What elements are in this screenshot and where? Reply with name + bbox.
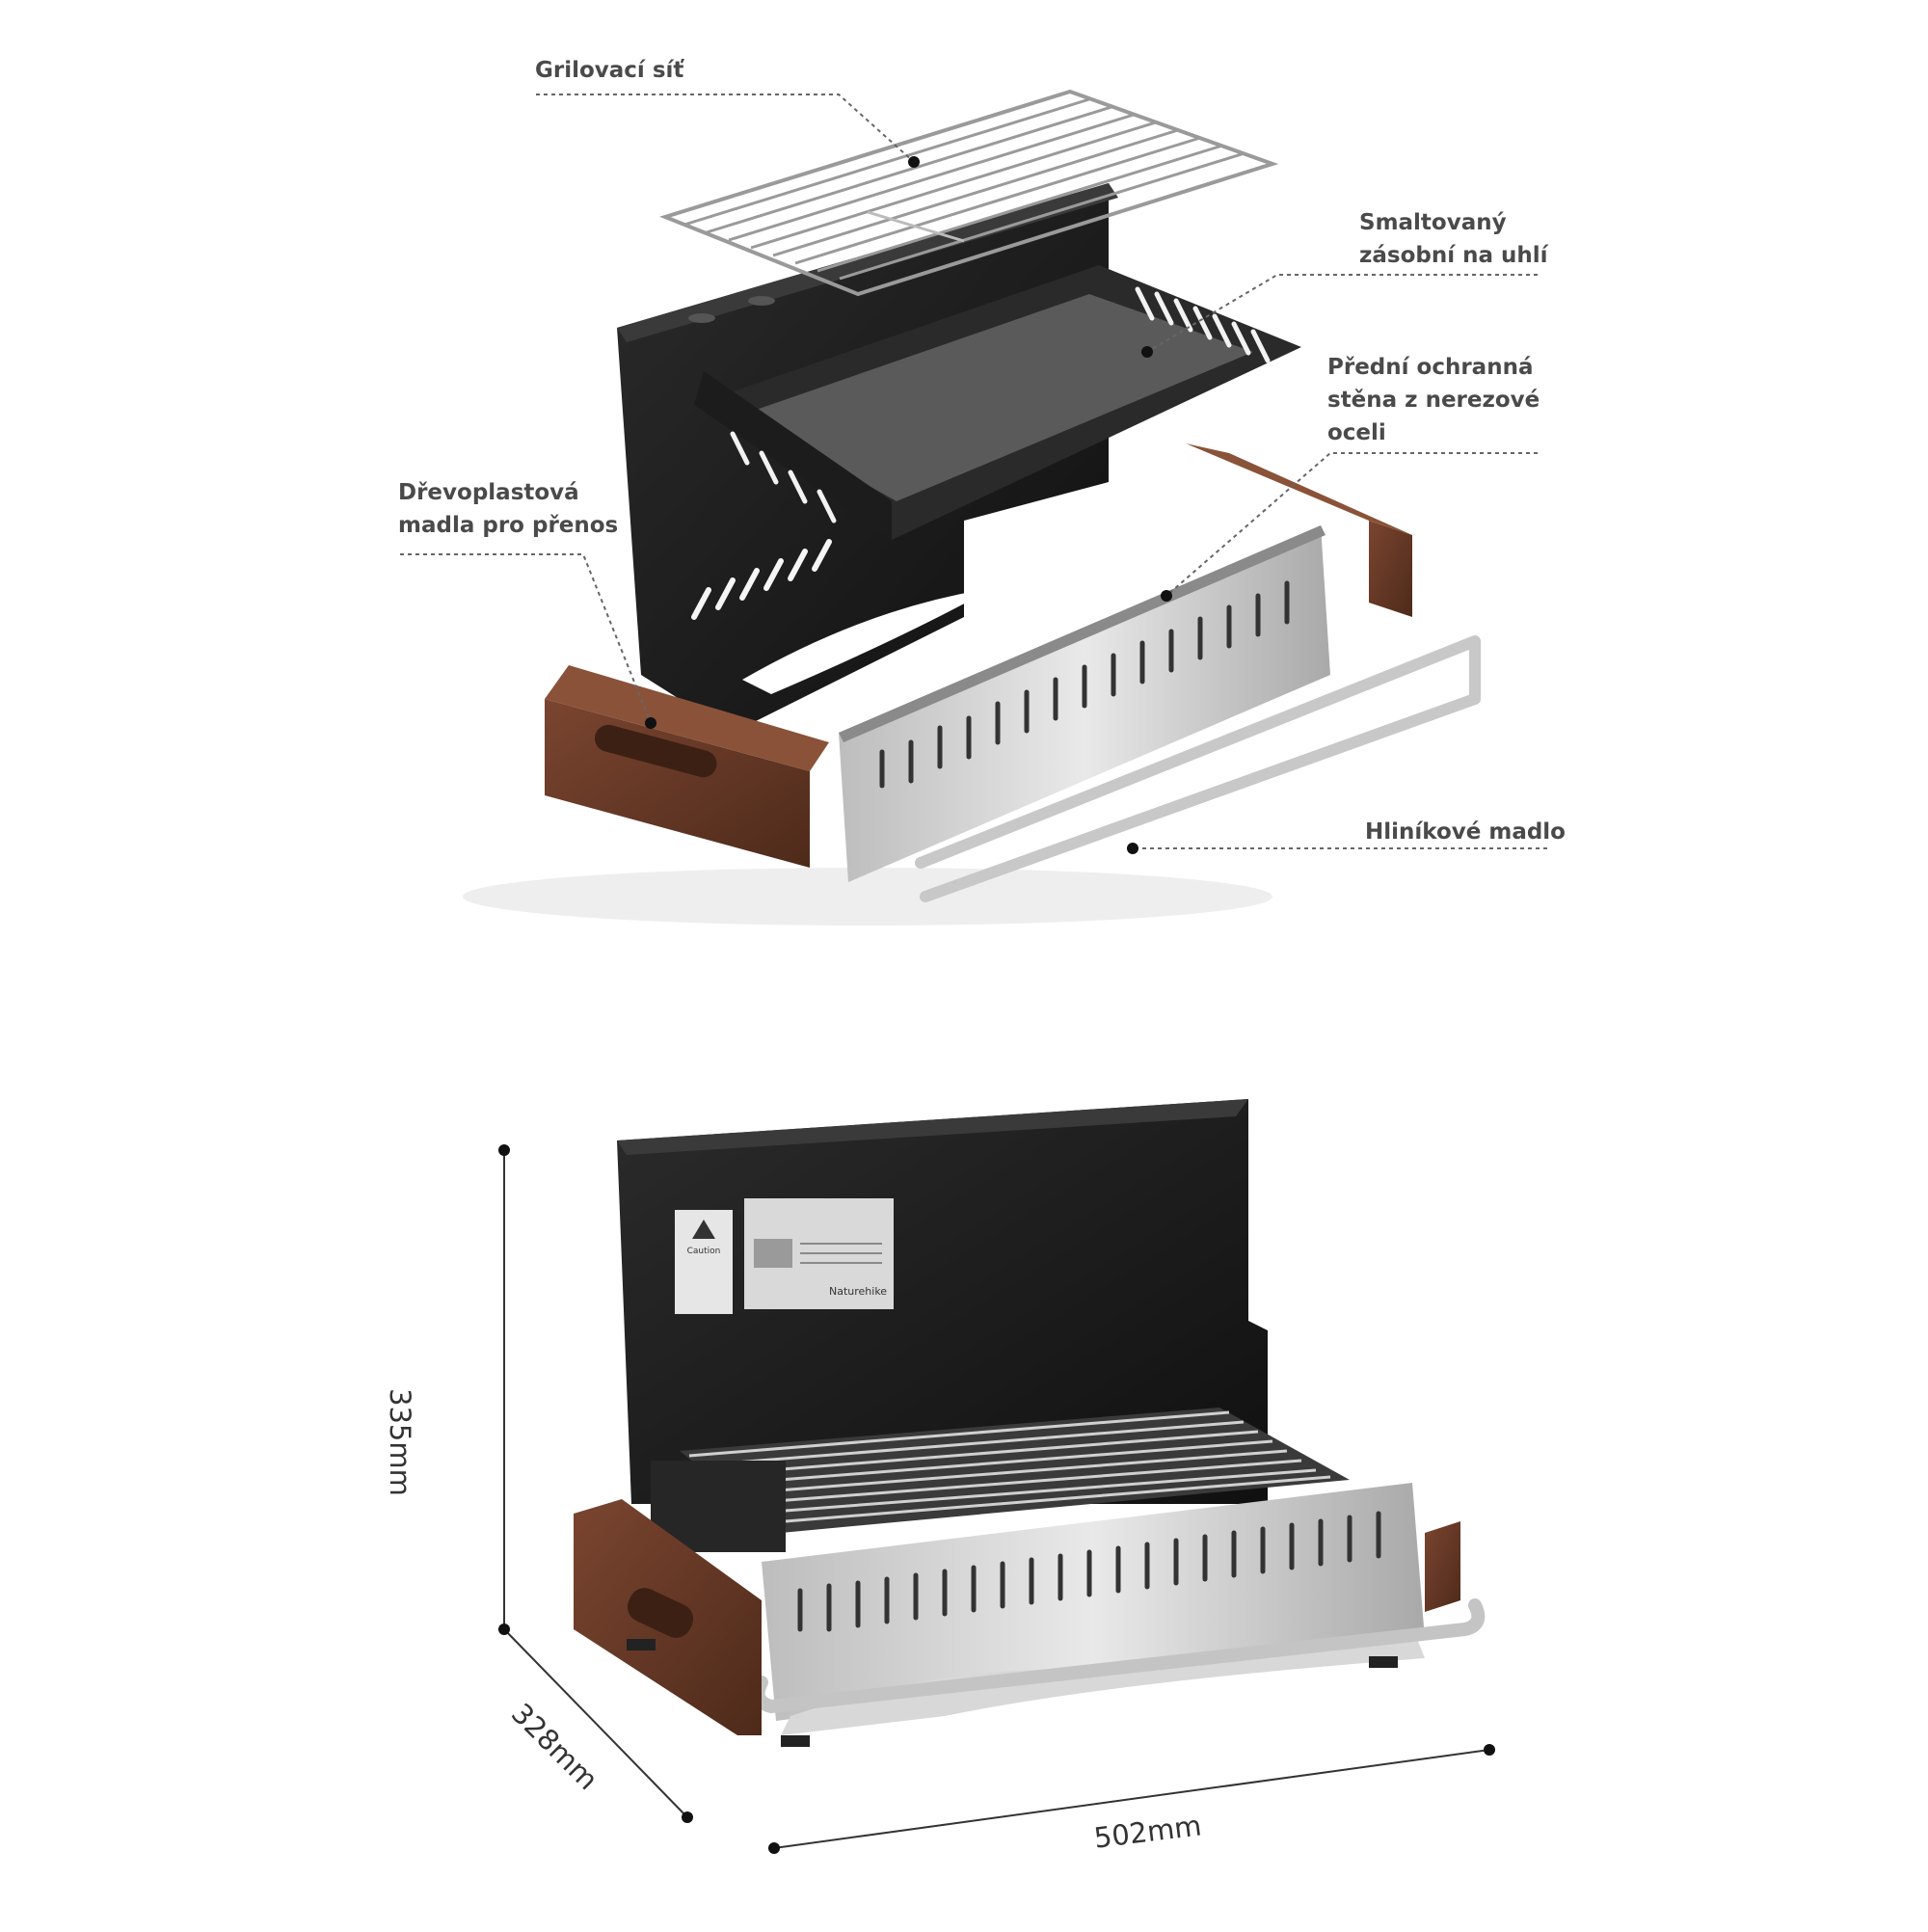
shield-base <box>781 1639 1425 1735</box>
callout-aluminium-handle: Hliníkové madlo <box>1365 819 1566 845</box>
dimension-lines <box>503 1150 1490 1849</box>
spec-label-thumbnail <box>754 1239 792 1268</box>
dimension-endpoints <box>498 1144 1495 1854</box>
lid-top-edge <box>617 1099 1248 1155</box>
tray-vents <box>730 286 1271 523</box>
spec-label-lines <box>800 1243 882 1264</box>
body-curve-highlight <box>742 588 993 694</box>
shield-vents-assembled <box>797 1511 1381 1632</box>
wood-handle-right-top <box>1186 443 1412 535</box>
callout-charcoal-tray: Smaltovaný zásobní na uhlí <box>1359 210 1548 268</box>
wood-handle-right-assembled <box>1425 1521 1460 1612</box>
charcoal-tray-side <box>694 371 892 540</box>
foot <box>627 1639 656 1650</box>
callout-grill-grate: Grilovací síť <box>535 58 684 83</box>
exploded-view <box>400 89 1547 926</box>
front-shield-assembled <box>762 1483 1425 1721</box>
body-slot <box>748 296 775 306</box>
foot <box>1369 1656 1398 1668</box>
charcoal-tray-inner <box>742 294 1253 501</box>
front-shield-edge <box>839 525 1326 742</box>
aluminium-handle <box>915 635 1481 902</box>
assembled-view: Caution Naturehike <box>498 1099 1495 1854</box>
body-top-edge <box>617 183 1118 342</box>
callout-dots <box>645 156 1172 854</box>
callout-front-shield: Přední ochranná stěna z nerezové oceli <box>1327 355 1540 445</box>
callout-wood-handles: Dřevoplastová madla pro přenos <box>398 480 619 538</box>
body-vents <box>691 539 832 620</box>
floor-shadow <box>463 868 1272 926</box>
grill-grate <box>659 89 1279 297</box>
grill-bars <box>688 1410 1331 1525</box>
shield-vents <box>879 580 1290 789</box>
caution-icon <box>692 1220 715 1239</box>
wood-handle-grip <box>594 724 717 778</box>
wood-handle-left-top <box>545 665 829 771</box>
brand-text: Naturehike <box>829 1285 887 1298</box>
dimension-height: 335mm <box>384 1388 416 1496</box>
wood-handle-grip-assembled <box>627 1588 694 1638</box>
callout-leaders <box>400 94 1547 849</box>
caution-text: Caution <box>687 1247 721 1256</box>
body-slot <box>688 313 715 323</box>
foot <box>781 1735 810 1747</box>
wood-handle-right <box>1369 521 1412 617</box>
